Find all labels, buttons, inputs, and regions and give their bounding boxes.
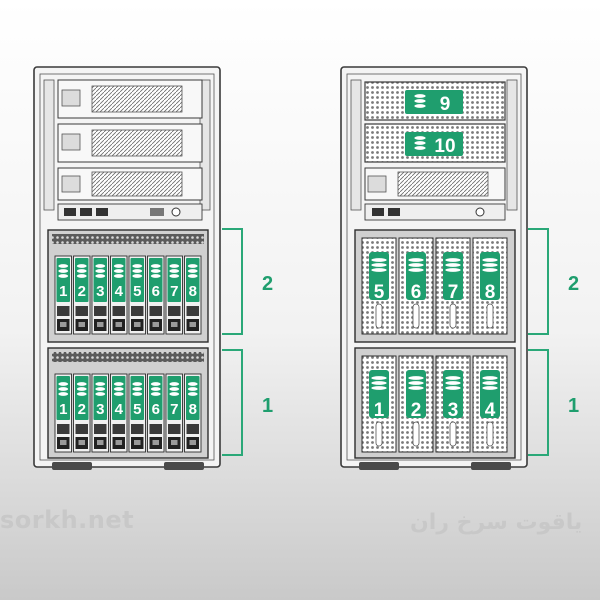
drive-bay-number: 4: [115, 283, 124, 300]
watermark-right: یاقوت سرخ ران: [410, 510, 583, 535]
optical-bay-number: 10: [434, 136, 455, 157]
disk-stack-icon: [150, 381, 162, 397]
drive-bay-number: 6: [152, 283, 160, 300]
drive-bay-number: 3: [96, 283, 104, 300]
drive-bay[interactable]: 5: [361, 237, 397, 335]
watermark-left: sorkh.net: [0, 506, 135, 534]
disk-stack-icon: [76, 381, 88, 397]
left-callout-brackets: 2 1: [222, 228, 273, 456]
drive-bay[interactable]: 1: [361, 355, 397, 453]
drive-bay-number: 8: [189, 283, 197, 300]
disk-stack-icon: [481, 257, 499, 273]
drive-bay[interactable]: 6: [398, 237, 434, 335]
disk-stack-icon: [370, 375, 388, 391]
drive-bay[interactable]: 5: [128, 255, 146, 335]
drive-bay-number: 3: [96, 401, 104, 418]
disk-stack-icon: [113, 381, 125, 397]
disk-stack-icon: [413, 135, 427, 151]
disk-stack-icon: [131, 381, 143, 397]
right-upper-callout: 2: [568, 273, 579, 295]
drive-bay-number: 5: [374, 282, 385, 303]
drive-bay[interactable]: 3: [435, 355, 471, 453]
drive-bay[interactable]: 3: [91, 255, 109, 335]
disk-stack-icon: [150, 263, 162, 279]
drive-bay-number: 1: [59, 283, 67, 300]
disk-stack-icon: [444, 375, 462, 391]
drive-bay[interactable]: 4: [472, 355, 508, 453]
drive-bay-number: 5: [133, 283, 141, 300]
disk-stack-icon: [444, 257, 462, 273]
optical-bay-number: 9: [440, 94, 451, 115]
disk-stack-icon: [187, 381, 199, 397]
drive-bay[interactable]: 2: [398, 355, 434, 453]
drive-bay[interactable]: 5: [128, 373, 146, 453]
drive-bay-number: 2: [78, 401, 86, 418]
left-media-bays: [57, 79, 203, 201]
disk-stack-icon: [168, 381, 180, 397]
disk-stack-icon: [131, 263, 143, 279]
disk-stack-icon: [413, 93, 427, 109]
right-optical-bays: 9 10: [364, 81, 506, 163]
disk-stack-icon: [407, 375, 425, 391]
drive-bay[interactable]: 4: [110, 373, 128, 453]
drive-bay[interactable]: 2: [73, 255, 91, 335]
drive-bay-number: 8: [485, 282, 496, 303]
drive-bay-number: 8: [189, 401, 197, 418]
disk-stack-icon: [57, 263, 69, 279]
disk-stack-icon: [113, 263, 125, 279]
right-callout-brackets: 2 1: [528, 228, 579, 456]
drive-bay-number: 1: [59, 401, 67, 418]
left-front-io: [57, 203, 203, 221]
drive-bay-number: 1: [374, 400, 385, 421]
drive-bay-number: 4: [485, 400, 496, 421]
right-server: 9 10 5 6 7 8 1 2 3 4: [340, 66, 528, 470]
drive-bay-number: 7: [170, 283, 178, 300]
drive-bay[interactable]: 6: [147, 255, 165, 335]
disk-stack-icon: [94, 381, 106, 397]
disk-stack-icon: [481, 375, 499, 391]
drive-bay-number: 2: [78, 283, 86, 300]
drive-bay-number: 6: [411, 282, 422, 303]
drive-bay-number: 6: [152, 401, 160, 418]
drive-bay[interactable]: 8: [184, 373, 202, 453]
left-lower-callout: 1: [262, 395, 273, 417]
drive-bay[interactable]: 3: [91, 373, 109, 453]
drive-bay-number: 7: [448, 282, 459, 303]
disk-stack-icon: [168, 263, 180, 279]
drive-bay[interactable]: 1: [54, 373, 72, 453]
left-upper-callout: 2: [262, 273, 273, 295]
right-lower-cage: 1 2 3 4: [354, 347, 516, 459]
drive-bay[interactable]: 7: [435, 237, 471, 335]
drive-bay[interactable]: 2: [73, 373, 91, 453]
drive-bay[interactable]: 6: [147, 373, 165, 453]
disk-stack-icon: [407, 257, 425, 273]
drive-bay[interactable]: 4: [110, 255, 128, 335]
drive-bay[interactable]: 8: [184, 255, 202, 335]
drive-bay-number: 4: [115, 401, 124, 418]
drive-bay[interactable]: 7: [165, 373, 183, 453]
right-upper-cage: 5 6 7 8: [354, 229, 516, 343]
disk-stack-icon: [187, 263, 199, 279]
drive-bay-number: 2: [411, 400, 422, 421]
disk-stack-icon: [76, 263, 88, 279]
right-lower-callout: 1: [568, 395, 579, 417]
drive-bay[interactable]: 1: [54, 255, 72, 335]
disk-stack-icon: [94, 263, 106, 279]
drive-bay[interactable]: 7: [165, 255, 183, 335]
drive-bay[interactable]: 8: [472, 237, 508, 335]
disk-stack-icon: [370, 257, 388, 273]
disk-stack-icon: [57, 381, 69, 397]
drive-bay-number: 5: [133, 401, 141, 418]
drive-bay-number: 7: [170, 401, 178, 418]
drive-bay-number: 3: [448, 400, 459, 421]
